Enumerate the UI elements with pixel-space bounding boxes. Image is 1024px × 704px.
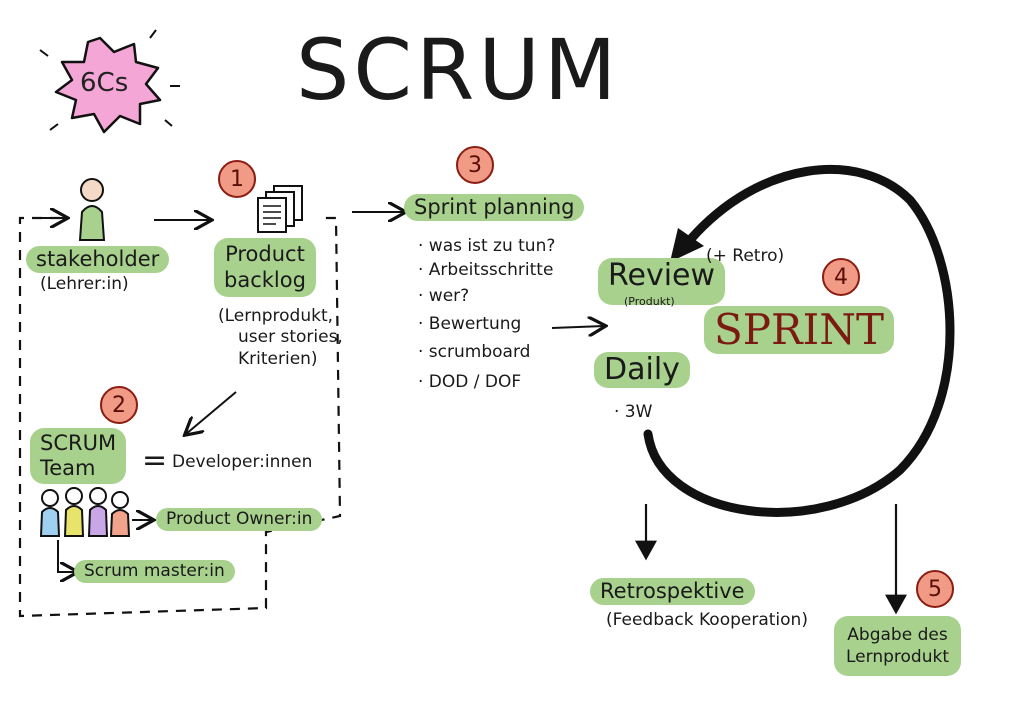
stakeholder-label: stakeholder [26,246,170,273]
planning-item-6: · DOD / DOF [418,372,522,392]
documents-icon [257,185,303,233]
planning-item-3: · wer? [418,286,470,306]
team-label: SCRUM Team [30,428,127,485]
dashed-loop-line [18,216,342,618]
retrospektive-label: Retrospektive [590,578,755,605]
team-equals: = [142,443,168,478]
abgabe-label-line2: Lernprodukt [846,647,949,668]
planning-item-4: · Bewertung [418,314,522,334]
page-title: SCRUM [296,21,621,119]
backlog-label: Product backlog [214,238,316,297]
sprint-cycle-arrowhead [670,228,704,262]
planning-item-1: · was ist zu tun? [418,236,556,256]
badge-label: 6Cs [80,68,129,98]
team-scrum-master: Scrum master:in [74,560,235,583]
badge-starburst-icon [39,29,180,134]
daily-note: · 3W [614,402,653,422]
backlog-desc-line2: user stories, [238,327,343,348]
step-number-3: 3 [456,146,494,184]
planning-item-2: · Arbeitsschritte [418,260,554,280]
step-number-5: 5 [916,570,954,608]
review-retro-note: (+ Retro) [706,246,785,266]
review-label: Review [598,258,726,305]
team-product-owner: Product Owner:in [156,508,323,531]
team-label-line2: Team [40,456,96,481]
retrospektive-sub: (Feedback Kooperation) [606,610,808,630]
backlog-label-line2: backlog [224,268,306,293]
team-developers: Developer:innen [172,452,313,472]
step-number-1: 1 [218,160,256,198]
arrow-backlog-to-team [186,391,237,434]
backlog-desc-line1: (Lernprodukt, [218,306,334,326]
review-sub: (Produkt) [624,295,675,308]
daily-label: Daily [594,352,690,388]
backlog-label-line1: Product [225,242,305,266]
planning-item-5: · scrumboard [418,342,531,362]
backlog-desc-line3: Kriterien) [238,348,318,369]
stakeholder-person-icon [78,178,106,241]
team-people-icon [39,487,131,537]
team-label-line1: SCRUM [40,431,117,455]
stakeholder-sub: (Lehrer:in) [40,274,129,294]
abgabe-label: Abgabe des Lernprodukt [834,616,961,677]
arrow-team-to-master [57,540,76,572]
step-number-4: 4 [822,258,860,296]
abgabe-label-line1: Abgabe des [847,625,948,645]
step-number-2: 2 [100,386,138,424]
arrow-planning-to-sprint [551,326,604,328]
sprint-cycle-loop [643,164,955,517]
backlog-desc: (Lernprodukt, user stories, Kriterien) [218,306,343,370]
planning-label: Sprint planning [404,194,585,221]
sprint-label: SPRINT [704,306,895,354]
